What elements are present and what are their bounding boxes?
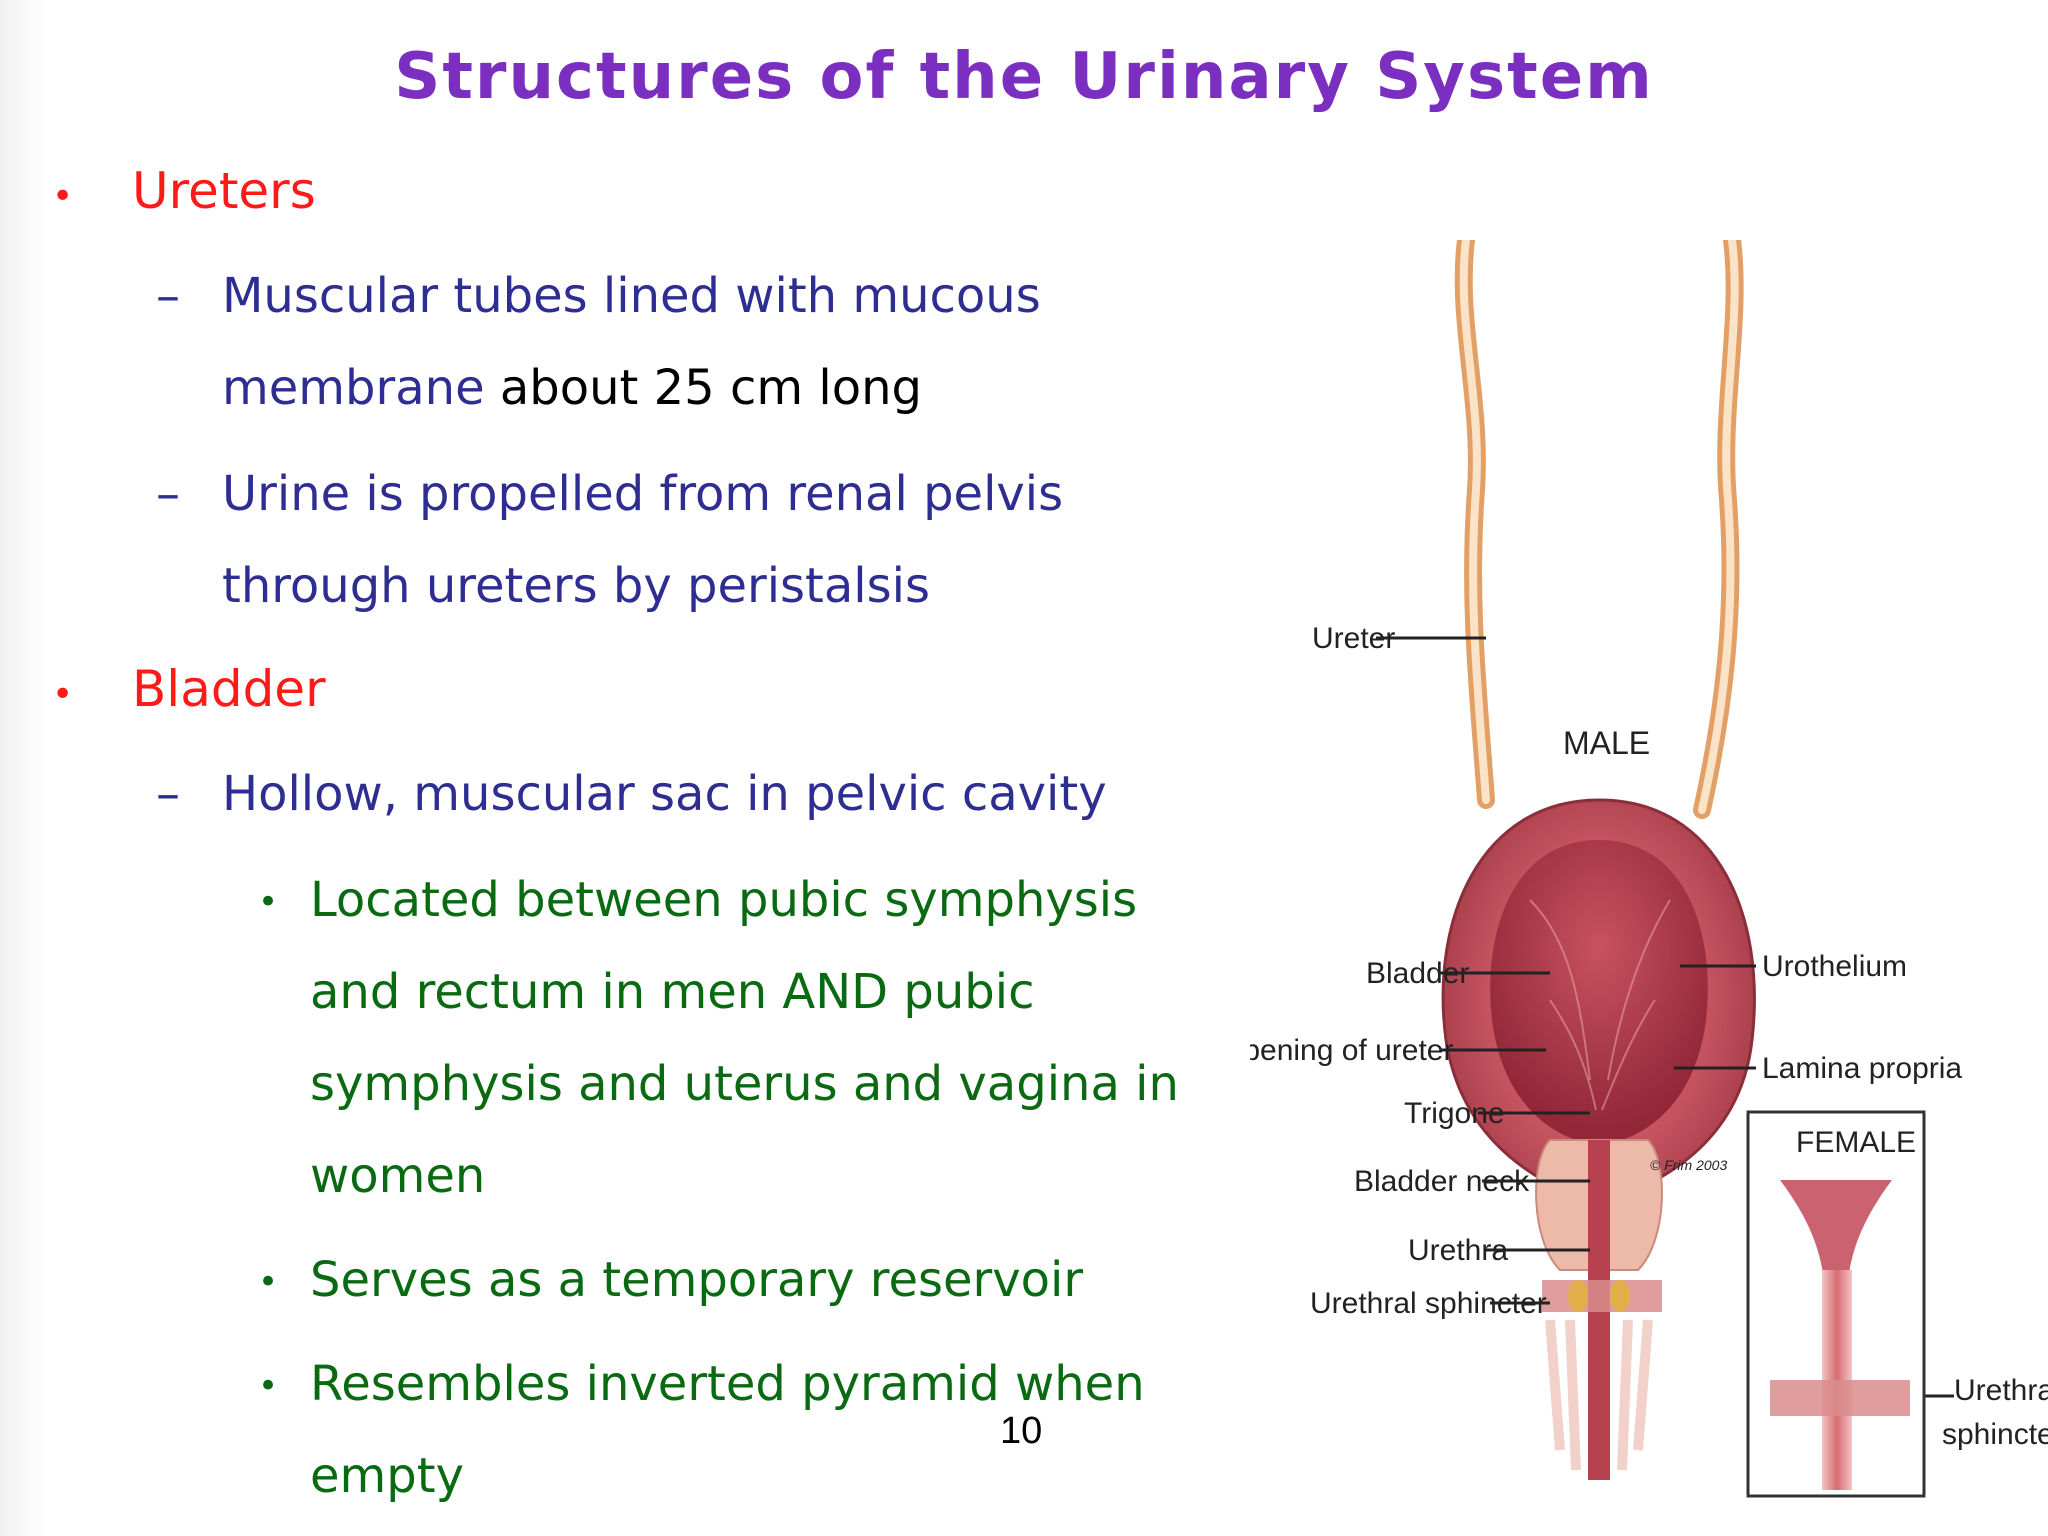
bladder-point1-line1: Located between pubic symphysis: [310, 872, 1138, 928]
label-urethral-sphincter: Urethral sphincter: [1310, 1287, 1547, 1320]
ureters-sub1-line2: membrane about 25 cm long: [222, 360, 922, 416]
dash-bullet: –: [156, 268, 180, 324]
dash-bullet: –: [156, 766, 180, 822]
label-bladder: Bladder: [1366, 957, 1469, 990]
urethral-sphincter-band: [1542, 1280, 1662, 1312]
right-ureter-highlight: [1698, 240, 1739, 814]
female-sphincter-band: [1770, 1380, 1910, 1416]
left-ureter-highlight: [1459, 240, 1490, 804]
ureters-heading: Ureters: [132, 162, 316, 220]
bladder-cavity: [1490, 840, 1708, 1145]
left-edge-shade: [0, 0, 48, 1536]
dash-bullet: –: [156, 466, 180, 522]
ureters-sub2-line1: Urine is propelled from renal pelvis: [222, 466, 1064, 522]
female-bladder-neck: [1780, 1180, 1892, 1280]
bladder-point1-line2: and rectum in men AND pubic: [310, 964, 1035, 1020]
bulbourethral-gland-right: [1610, 1280, 1630, 1312]
label-male: MALE: [1563, 725, 1650, 761]
urinary-bladder-illustration: Ureter MALE Bladder Opening of ureter Tr…: [1250, 240, 2048, 1498]
label-opening-of-ureter: Opening of ureter: [1250, 1034, 1453, 1067]
bullet-dot: •: [52, 176, 74, 217]
label-ureter: Ureter: [1312, 622, 1395, 655]
bladder-point2: Serves as a temporary reservoir: [310, 1252, 1084, 1308]
penile-tissue: [1545, 1319, 1653, 1471]
label-urethra: Urethra: [1408, 1234, 1508, 1267]
ureters-sub1-length: about 25 cm long: [484, 360, 922, 416]
bullet-dot: •: [258, 1366, 279, 1406]
slide-title: Structures of the Urinary System: [394, 40, 1654, 114]
bladder-point1-line3: symphysis and uterus and vagina in: [310, 1056, 1179, 1112]
artist-signature: © Frim 2003: [1650, 1157, 1727, 1173]
label-female: FEMALE: [1796, 1126, 1916, 1159]
label-urothelium: Urothelium: [1762, 950, 1907, 983]
bullet-dot: •: [258, 882, 279, 922]
bladder-point1-line4: women: [310, 1148, 486, 1204]
label-bladder-neck: Bladder neck: [1354, 1165, 1530, 1198]
mucosa-folds: [1529, 899, 1671, 1111]
bulbourethral-gland-left: [1568, 1280, 1588, 1312]
bladder-heading: Bladder: [132, 660, 326, 718]
ureters-sub1-membrane: membrane: [222, 360, 485, 416]
label-female-urethral: Urethral: [1954, 1374, 2048, 1407]
bladder-sub1: Hollow, muscular sac in pelvic cavity: [222, 766, 1107, 822]
ureters-sub1-line1: Muscular tubes lined with mucous: [222, 268, 1041, 324]
label-lamina-propria: Lamina propria: [1762, 1052, 1962, 1085]
label-female-sphincter: sphincter: [1942, 1418, 2048, 1451]
ureters-sub2-line2: through ureters by peristalsis: [222, 558, 930, 614]
bullet-dot: •: [258, 1262, 279, 1302]
bladder-point3-line1: Resembles inverted pyramid when: [310, 1356, 1145, 1412]
bladder-point3-line2: empty: [310, 1448, 464, 1504]
label-trigone: Trigone: [1404, 1097, 1505, 1130]
bullet-dot: •: [52, 674, 74, 715]
page-number: 10: [1000, 1410, 1043, 1452]
